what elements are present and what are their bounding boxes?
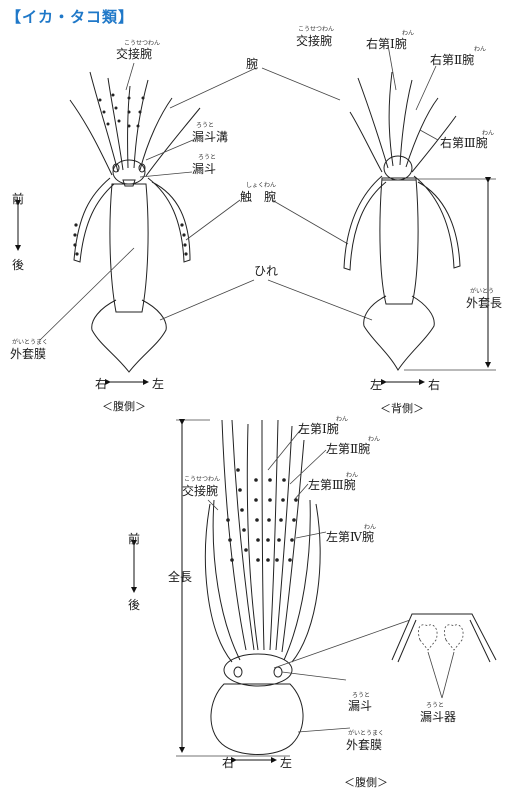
right-label-2: 右: [428, 378, 441, 392]
right-label-3: 右: [222, 756, 235, 770]
hectocotylus-ruby-2: こうせつわん: [298, 26, 335, 33]
front-label-2: 前: [128, 532, 141, 546]
ventral-caption-2: ＜腹側＞: [344, 776, 388, 789]
funnel-organ-ruby: ろうと: [426, 702, 445, 709]
mantle-ruby: がいとうまく: [12, 339, 49, 346]
funnel-label: 漏斗: [192, 162, 217, 176]
right-arm1-label: 右第Ⅰ腕: [366, 37, 407, 51]
hectocotylus-label-3: 交接腕: [182, 484, 219, 498]
left-arm4-label: 左第Ⅳ腕: [326, 530, 374, 544]
arm-ruby-r3: わん: [482, 130, 495, 137]
right-arm2-label: 右第Ⅱ腕: [430, 53, 475, 67]
funnel-ruby-2: ろうと: [352, 692, 371, 699]
arm-ruby-l4: わん: [364, 524, 377, 531]
arm-ruby-l1: わん: [336, 416, 349, 423]
mantle-length-ruby: がいとう: [470, 288, 495, 295]
front-label: 前: [12, 192, 25, 206]
arm-ruby-r1: わん: [402, 30, 415, 37]
right-arm3-label: 右第Ⅲ腕: [440, 136, 488, 150]
total-length-label: 全長: [168, 570, 193, 584]
mantle-label: 外套膜: [10, 347, 47, 361]
right-label-1: 右: [95, 377, 108, 391]
arms-label: 腕: [246, 57, 259, 71]
tentacle-label: 触 腕: [240, 190, 277, 204]
hectocotylus-ruby: こうせつわん: [124, 40, 161, 47]
left-label-1: 左: [152, 377, 165, 391]
squid-ventral-figure: [69, 71, 201, 373]
ventral-caption-1: ＜腹側＞: [102, 400, 146, 413]
hectocotylus-ruby-3: こうせつわん: [184, 476, 221, 483]
mantle-length-label: 外套長: [466, 296, 503, 310]
left-label-2: 左: [370, 378, 383, 392]
tentacle-ruby: しょくわん: [246, 182, 277, 189]
squid-dorsal-figure: [343, 71, 461, 371]
mantle-ruby-2: がいとうまく: [348, 730, 385, 737]
back-label: 後: [12, 258, 25, 272]
left-arm2-label: 左第Ⅱ腕: [326, 442, 371, 456]
funnel-label-2: 漏斗: [348, 699, 373, 713]
funnel-groove-ruby: ろうと: [196, 122, 215, 129]
left-arm1-label: 左第Ⅰ腕: [298, 422, 339, 436]
hectocotylus-label-2: 交接腕: [296, 34, 333, 48]
funnel-ruby: ろうと: [198, 154, 217, 161]
hectocotylus-label: 交接腕: [116, 47, 153, 61]
left-label-3: 左: [280, 756, 293, 770]
back-label-2: 後: [128, 598, 141, 612]
funnel-organ-label: 漏斗器: [420, 710, 457, 724]
left-arm3-label: 左第Ⅲ腕: [308, 478, 356, 492]
dorsal-caption: ＜背側＞: [380, 402, 424, 415]
page-title: 【イカ・タコ類】: [6, 8, 135, 26]
mantle-label-2: 外套膜: [346, 738, 383, 752]
arm-ruby-r2: わん: [474, 46, 487, 53]
arm-ruby-l3: わん: [346, 472, 359, 479]
octopus-ventral-figure: [204, 419, 497, 755]
arm-ruby-l2: わん: [368, 436, 381, 443]
fin-label: ひれ: [254, 264, 279, 278]
funnel-groove-label: 漏斗溝: [192, 130, 229, 144]
